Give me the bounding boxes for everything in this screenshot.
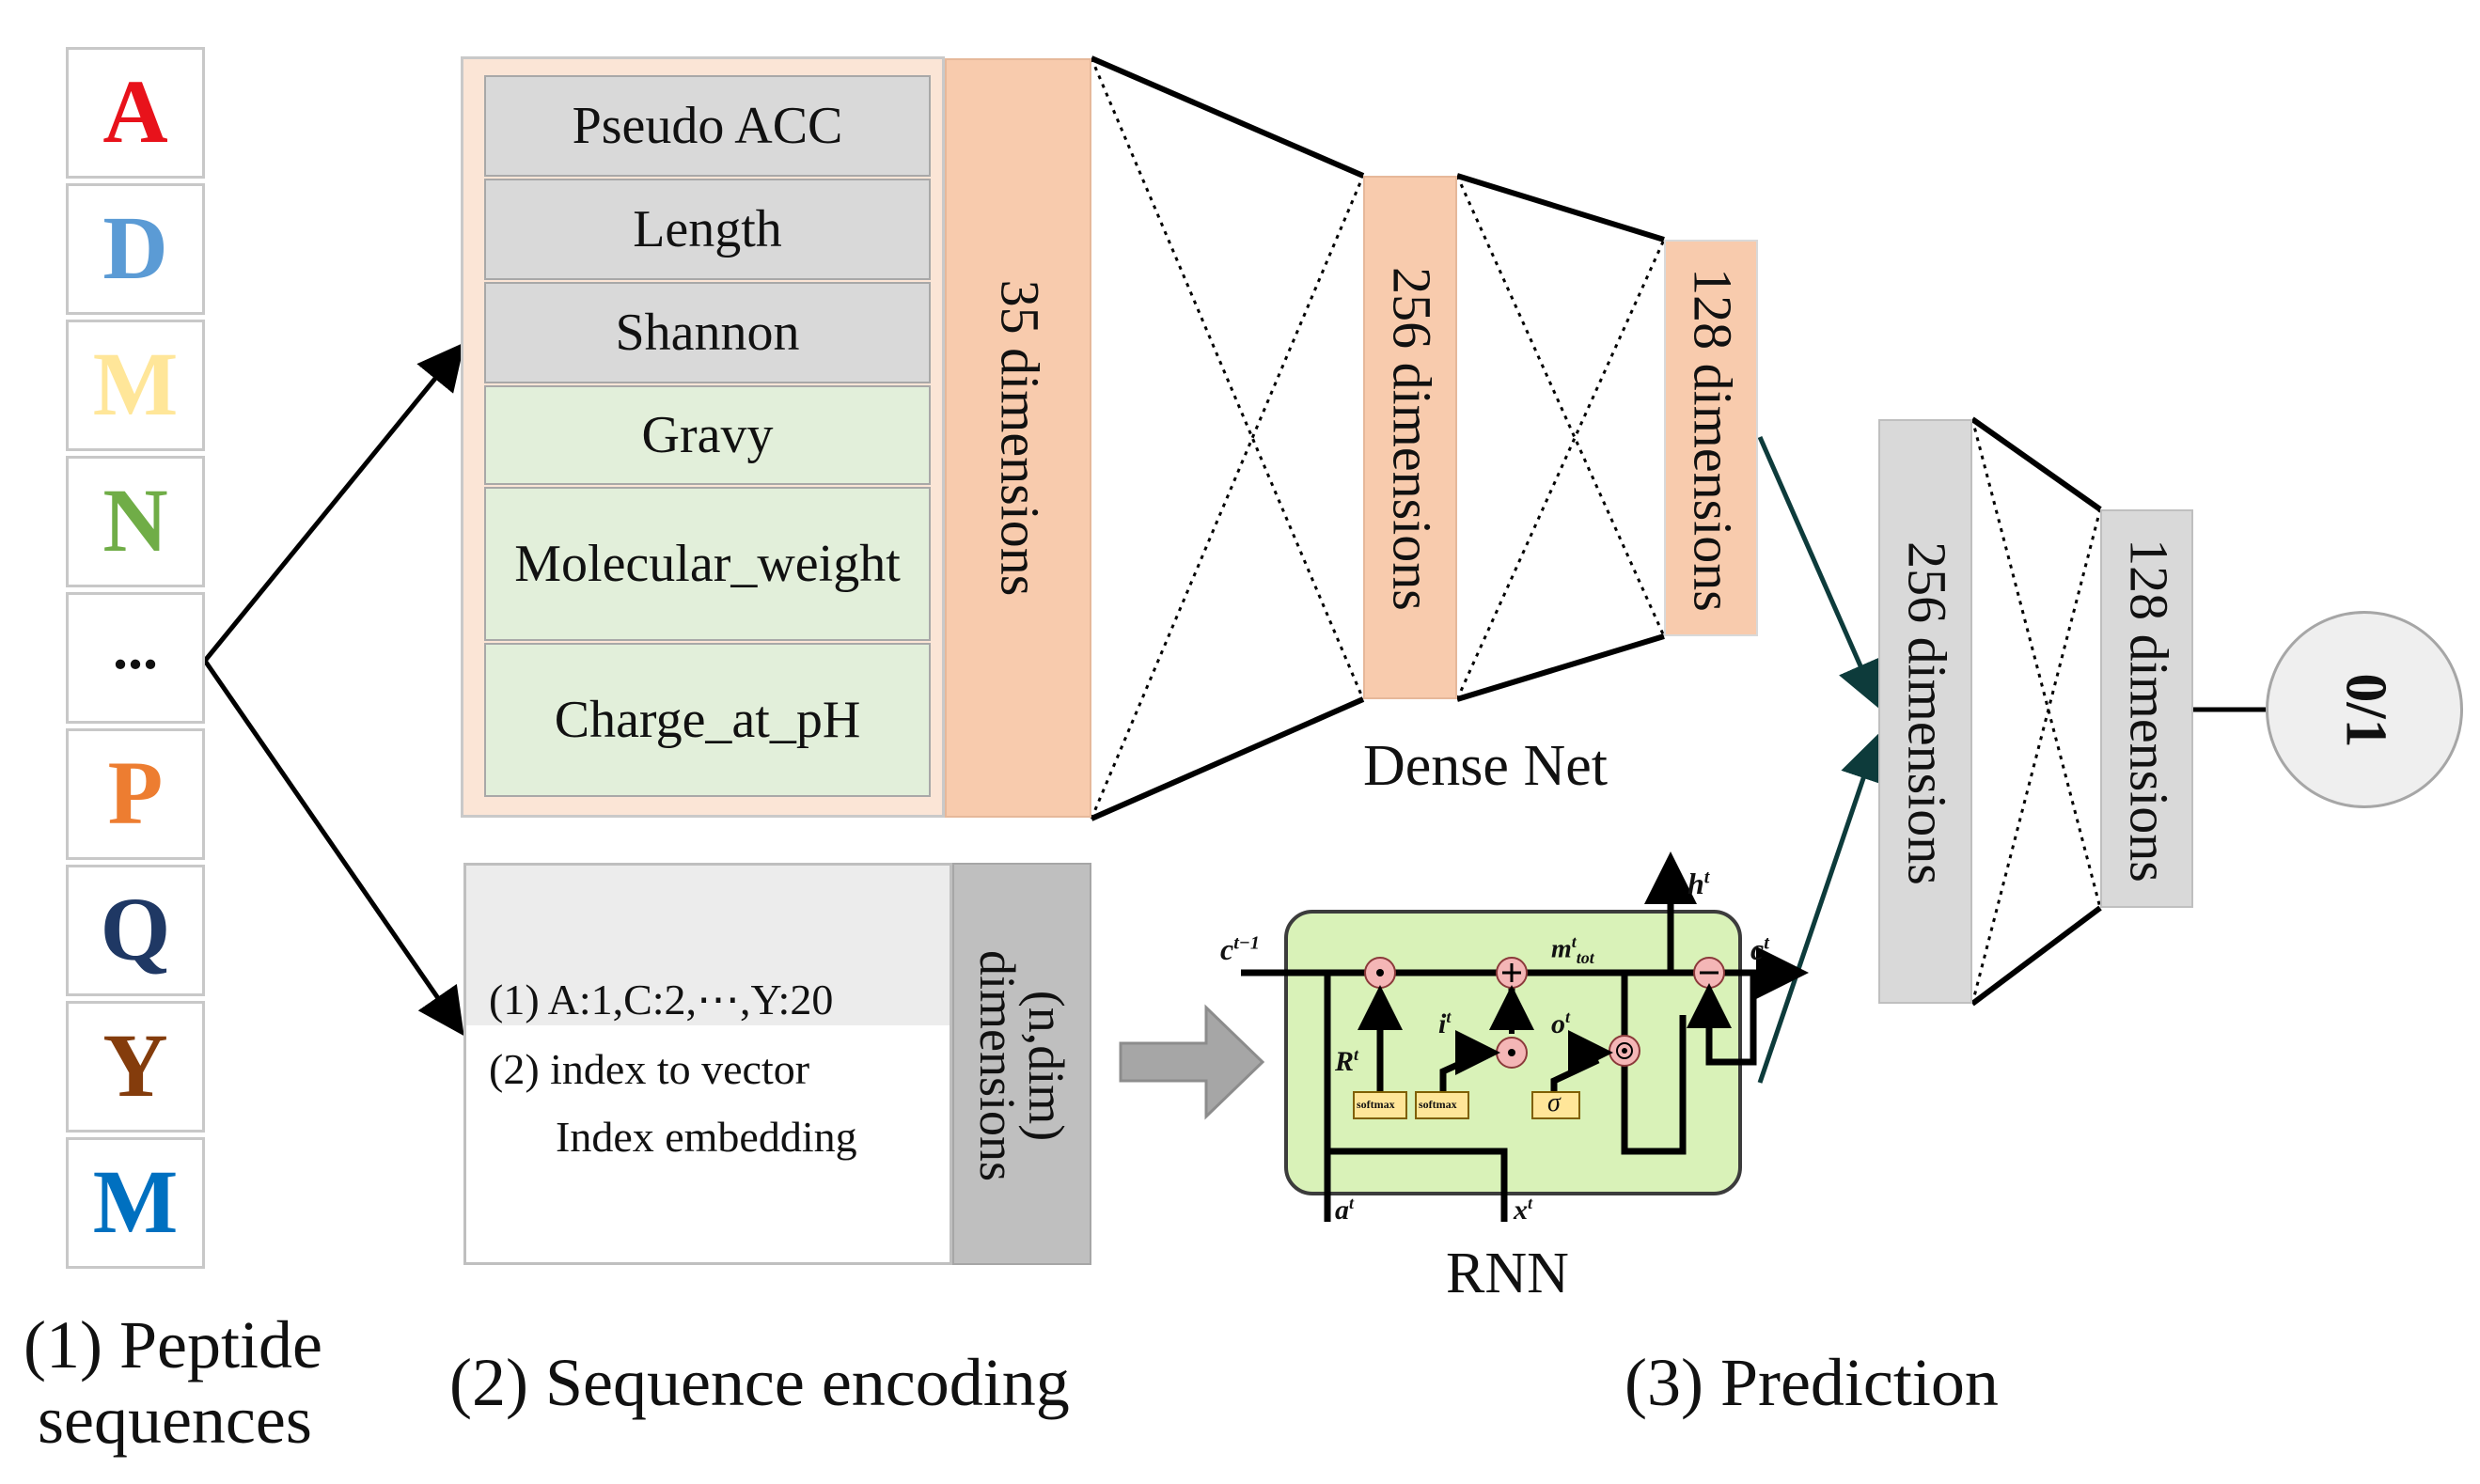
rnn-label: RNN [1446,1242,1569,1305]
flow-arrow [1119,1004,1265,1120]
softmax-gate-2 [1415,1091,1469,1119]
rnn-c-next-label: ct [1750,932,1769,966]
pred-256-block: 256 dimensions [1878,419,1972,1004]
feature-row: Length [484,179,931,280]
peptide-letter-box: D [66,183,205,315]
prediction-connections [1970,416,2102,1007]
dense-net-label: Dense Net [1363,734,1608,798]
dim-35-label: 35 dimensions [989,279,1051,597]
peptide-letter: M [92,334,179,434]
rnn-softmax-2: softmax [1419,1098,1457,1111]
peptide-letter: N [102,470,168,570]
peptide-letter-box: M [66,1137,205,1269]
rnn-softmax-1: softmax [1357,1098,1395,1111]
pred-128-block: 128 dimensions [2100,509,2193,908]
dense-256-label: 256 dimensions [1381,267,1443,611]
caption-peptide-line1: (1) Peptide [24,1307,322,1382]
teal-arrow-rnn [1757,733,1886,1084]
encoding-shade [466,866,950,1025]
rnn-cell [1241,851,1809,1222]
rnn-a-label: at [1335,1194,1355,1226]
dense-connections-1 [1090,55,1365,821]
peptide-letter: D [102,197,168,298]
peptide-letter-box: N [66,456,205,587]
peptide-letter: Q [100,879,171,979]
pred-256-label: 256 dimensions [1896,541,1958,885]
peptide-letter: ... [113,615,158,681]
caption-encoding: (2) Sequence encoding [449,1345,1070,1420]
dense-connections-2 [1455,173,1666,702]
softmax-gate-1 [1353,1091,1407,1119]
output-node: 0/1 [2266,611,2463,808]
rnn-c-prev-label: ct−1 [1220,932,1260,966]
peptide-letter-box: ... [66,592,205,724]
peptide-letter-box: Y [66,1001,205,1133]
output-label: 0/1 [2333,673,2398,748]
dense-256-block: 256 dimensions [1363,176,1457,699]
n-dim-label-2: dimensions [969,949,1026,1182]
n-dim-block: (n,dim) dimensions [952,863,1091,1265]
peptide-letter: M [92,1151,179,1252]
peptide-letter: A [102,61,168,162]
caption-prediction: (3) Prediction [1625,1345,1999,1420]
branch-arrow-down [202,659,464,1037]
rnn-x-label: xt [1514,1194,1533,1226]
caption-peptide-line2: sequences [38,1382,312,1458]
feature-row: Pseudo ACC [484,75,931,177]
dense-128-block: 128 dimensions [1664,240,1758,636]
pred-128-label: 128 dimensions [2118,539,2180,883]
peptide-letter-box: A [66,47,205,179]
rnn-h-label: ht [1687,867,1710,900]
branch-arrows [202,342,465,1037]
peptide-letter-box: P [66,728,205,860]
feature-row: Gravy [484,385,931,485]
encoding-frame: (1) A:1,C:2,⋯,Y:20 (2) index to vector I… [463,863,952,1265]
rnn-i-label: it [1438,1008,1452,1039]
peptide-letter: P [107,742,164,843]
rnn-m-tot-label: mttot [1551,932,1594,967]
peptide-letter-box: Q [66,865,205,996]
rnn-sigma: σ [1547,1088,1561,1117]
feature-row: Shannon [484,282,931,383]
teal-arrow-dense [1757,435,1882,710]
branch-arrow-up [203,342,465,663]
dense-128-label: 128 dimensions [1682,268,1744,612]
peptide-letter-box: M [66,320,205,451]
peptide-letter: Y [102,1015,168,1116]
rnn-r-label: Rt [1335,1045,1359,1077]
encoding-line-1: (1) A:1,C:2,⋯,Y:20 [489,976,834,1023]
sigma-gate [1531,1091,1580,1119]
encoding-line-3: Index embedding [556,1113,857,1161]
feature-row: Molecular_weight [484,487,931,641]
rnn-o-label: ot [1551,1008,1571,1039]
encoding-line-2: (2) index to vector [489,1045,810,1093]
dim-35-block: 35 dimensions [945,58,1091,818]
feature-row: Charge_at_pH [484,643,931,797]
teal-arrows [1757,435,1886,1084]
